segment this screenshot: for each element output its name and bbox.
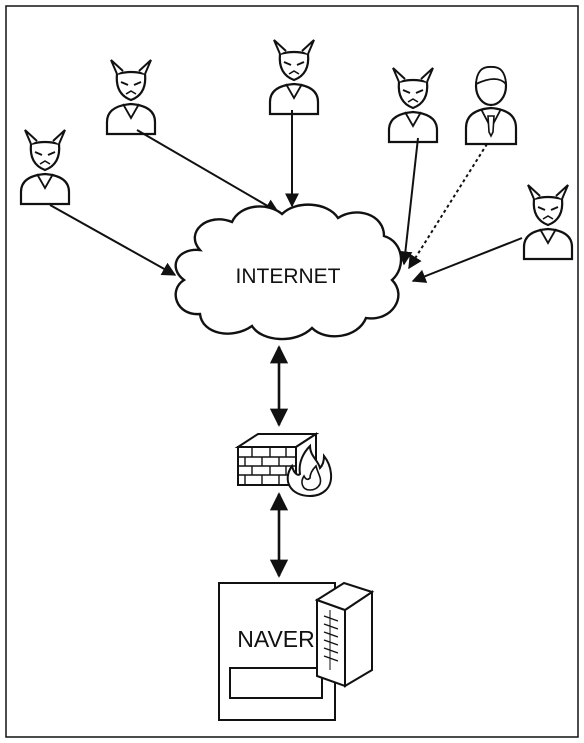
attack-arrow-5: [411, 237, 523, 283]
web-server-box-icon: [218, 582, 336, 721]
attacker-icon-4: [387, 66, 439, 144]
attack-arrow-2: [136, 129, 280, 213]
user-icon: [464, 65, 518, 146]
attack-arrow-4: [398, 137, 419, 266]
attacker-icon-5: [522, 183, 574, 261]
flame-icon: [286, 443, 332, 498]
server-label: NAVER: [237, 626, 315, 652]
attacker-icon-3: [268, 38, 320, 116]
server-tower-icon: [314, 581, 375, 688]
cloud-icon: [174, 203, 403, 341]
attack-arrow-1: [49, 204, 177, 276]
page-frame: [5, 5, 579, 738]
cloud-label: INTERNET: [236, 265, 341, 288]
server-input-bar: [229, 667, 323, 699]
user-arrow-dotted: [408, 143, 488, 270]
attacker-icon-2: [105, 58, 157, 136]
attacker-icon-1: [19, 128, 71, 206]
